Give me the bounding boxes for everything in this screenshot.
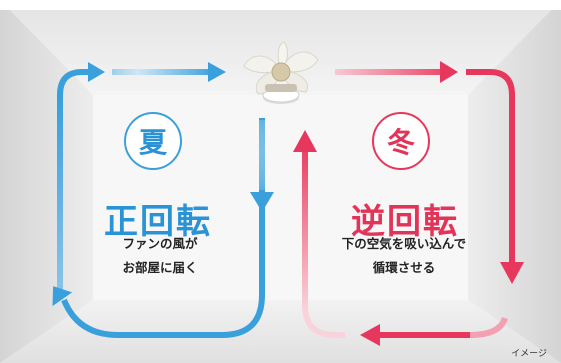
winter-airflow-arrow (293, 61, 524, 346)
summer-description-line-1: ファンの風が (122, 236, 198, 251)
winter-description-line-2: 循環させる (372, 260, 436, 275)
ceiling-fan-icon (243, 41, 319, 104)
summer-airflow-arrow (52, 62, 274, 338)
winter-rotation-title: 逆回転 (351, 202, 459, 242)
summer-description-line-2: お部屋に届く (122, 260, 198, 275)
winter-description: 下の空気を吸い込んで 循環させる (320, 232, 488, 280)
summer-season-badge: 夏 (124, 112, 182, 170)
winter-season-label: 冬 (386, 126, 415, 159)
winter-description-line-1: 下の空気を吸い込んで (341, 236, 467, 251)
image-note: イメージ (511, 349, 547, 359)
summer-season-label: 夏 (138, 126, 167, 159)
summer-description: ファンの風が お部屋に届く (105, 232, 215, 280)
winter-season-badge: 冬 (372, 112, 430, 170)
summer-rotation-title: 正回転 (104, 202, 212, 242)
